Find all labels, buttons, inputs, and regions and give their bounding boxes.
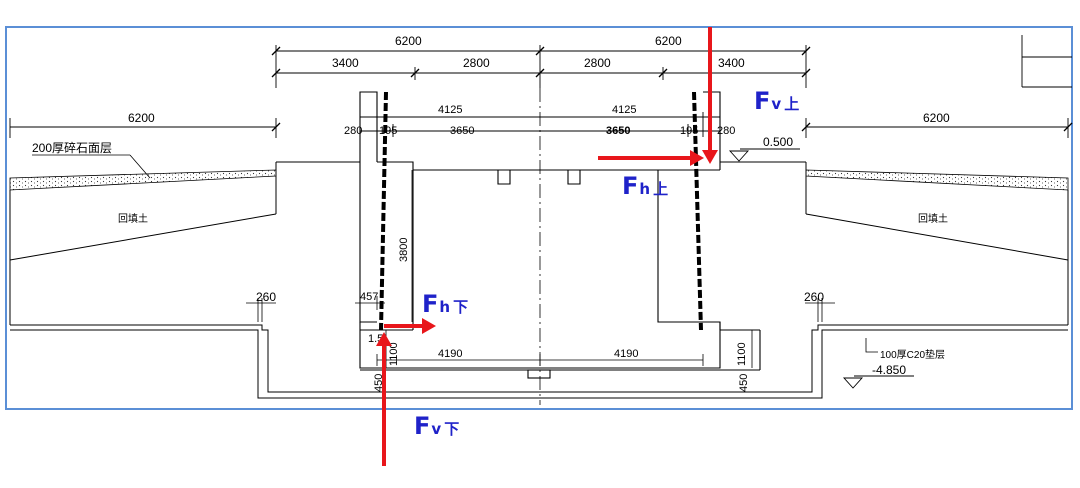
excavation-line bbox=[10, 324, 1068, 393]
dim-side-left: 6200 bbox=[128, 111, 155, 125]
dim-3400-left: 3400 bbox=[332, 56, 359, 70]
label-gravel-layer: 200厚碎石面层 bbox=[32, 140, 112, 155]
dim-3650-right: 3650 bbox=[606, 125, 630, 137]
dim-4190-left: 4190 bbox=[438, 348, 462, 360]
dim-top-total-right: 6200 bbox=[655, 34, 682, 48]
dim-1100-right: 1100 bbox=[736, 342, 748, 366]
backfill-right-outline bbox=[720, 161, 1069, 325]
cushion-leader bbox=[865, 338, 878, 353]
dim-280-left: 280 bbox=[344, 125, 362, 137]
lower-small-dims bbox=[246, 296, 835, 322]
gravel-layer-left bbox=[9, 169, 277, 191]
dim-side-right: 6200 bbox=[923, 111, 950, 125]
dim-260-left: 260 bbox=[256, 290, 276, 304]
dim-3800: 3800 bbox=[398, 238, 410, 262]
dim-4190-lines bbox=[376, 354, 704, 366]
force-arrows bbox=[376, 27, 718, 466]
dim-4190-right: 4190 bbox=[614, 348, 638, 360]
dim-3650-left: 3650 bbox=[450, 125, 474, 137]
label-backfill-right: 回填土 bbox=[918, 212, 948, 225]
label-backfill-left: 回填土 bbox=[118, 212, 148, 225]
pile-left bbox=[379, 91, 388, 331]
dim-3400-right: 3400 bbox=[718, 56, 745, 70]
arrowhead-fh-bottom bbox=[422, 318, 436, 334]
arrowhead-fh-top bbox=[690, 150, 704, 166]
dim-457: 457 bbox=[360, 291, 378, 303]
gravel-layer-right bbox=[805, 169, 1069, 191]
dim-280-right: 280 bbox=[717, 125, 735, 137]
elevation-bottom: -4.850 bbox=[872, 363, 906, 377]
dim-195-left: 195 bbox=[379, 125, 397, 137]
elevation-top: 0.500 bbox=[763, 135, 793, 149]
label-cushion-layer: 100厚C20垫层 bbox=[880, 348, 945, 361]
elevation-top-marker bbox=[728, 148, 800, 162]
dim-2800-left: 2800 bbox=[463, 56, 490, 70]
right-edge-stubs bbox=[1021, 35, 1072, 88]
dim-top-total-left: 6200 bbox=[395, 34, 422, 48]
dim-260-right: 260 bbox=[804, 290, 824, 304]
elevation-bottom-marker bbox=[842, 375, 914, 389]
dim-4125-right: 4125 bbox=[612, 104, 636, 116]
backfill-left-outline bbox=[9, 161, 360, 325]
top-dimension-lines bbox=[271, 45, 811, 88]
gravel-leader-line bbox=[129, 154, 151, 179]
dim-2800-right: 2800 bbox=[584, 56, 611, 70]
arrowhead-fv-top bbox=[702, 150, 718, 164]
structure-outline bbox=[359, 91, 761, 379]
dim-450-right: 450 bbox=[738, 374, 750, 392]
pile-right bbox=[692, 91, 703, 331]
frame-border bbox=[5, 26, 1073, 410]
arrowhead-fv-bottom bbox=[376, 332, 392, 346]
dim-4125-left: 4125 bbox=[438, 104, 462, 116]
cushion-line bbox=[10, 329, 1068, 399]
side-dimension-lines bbox=[9, 118, 1073, 138]
